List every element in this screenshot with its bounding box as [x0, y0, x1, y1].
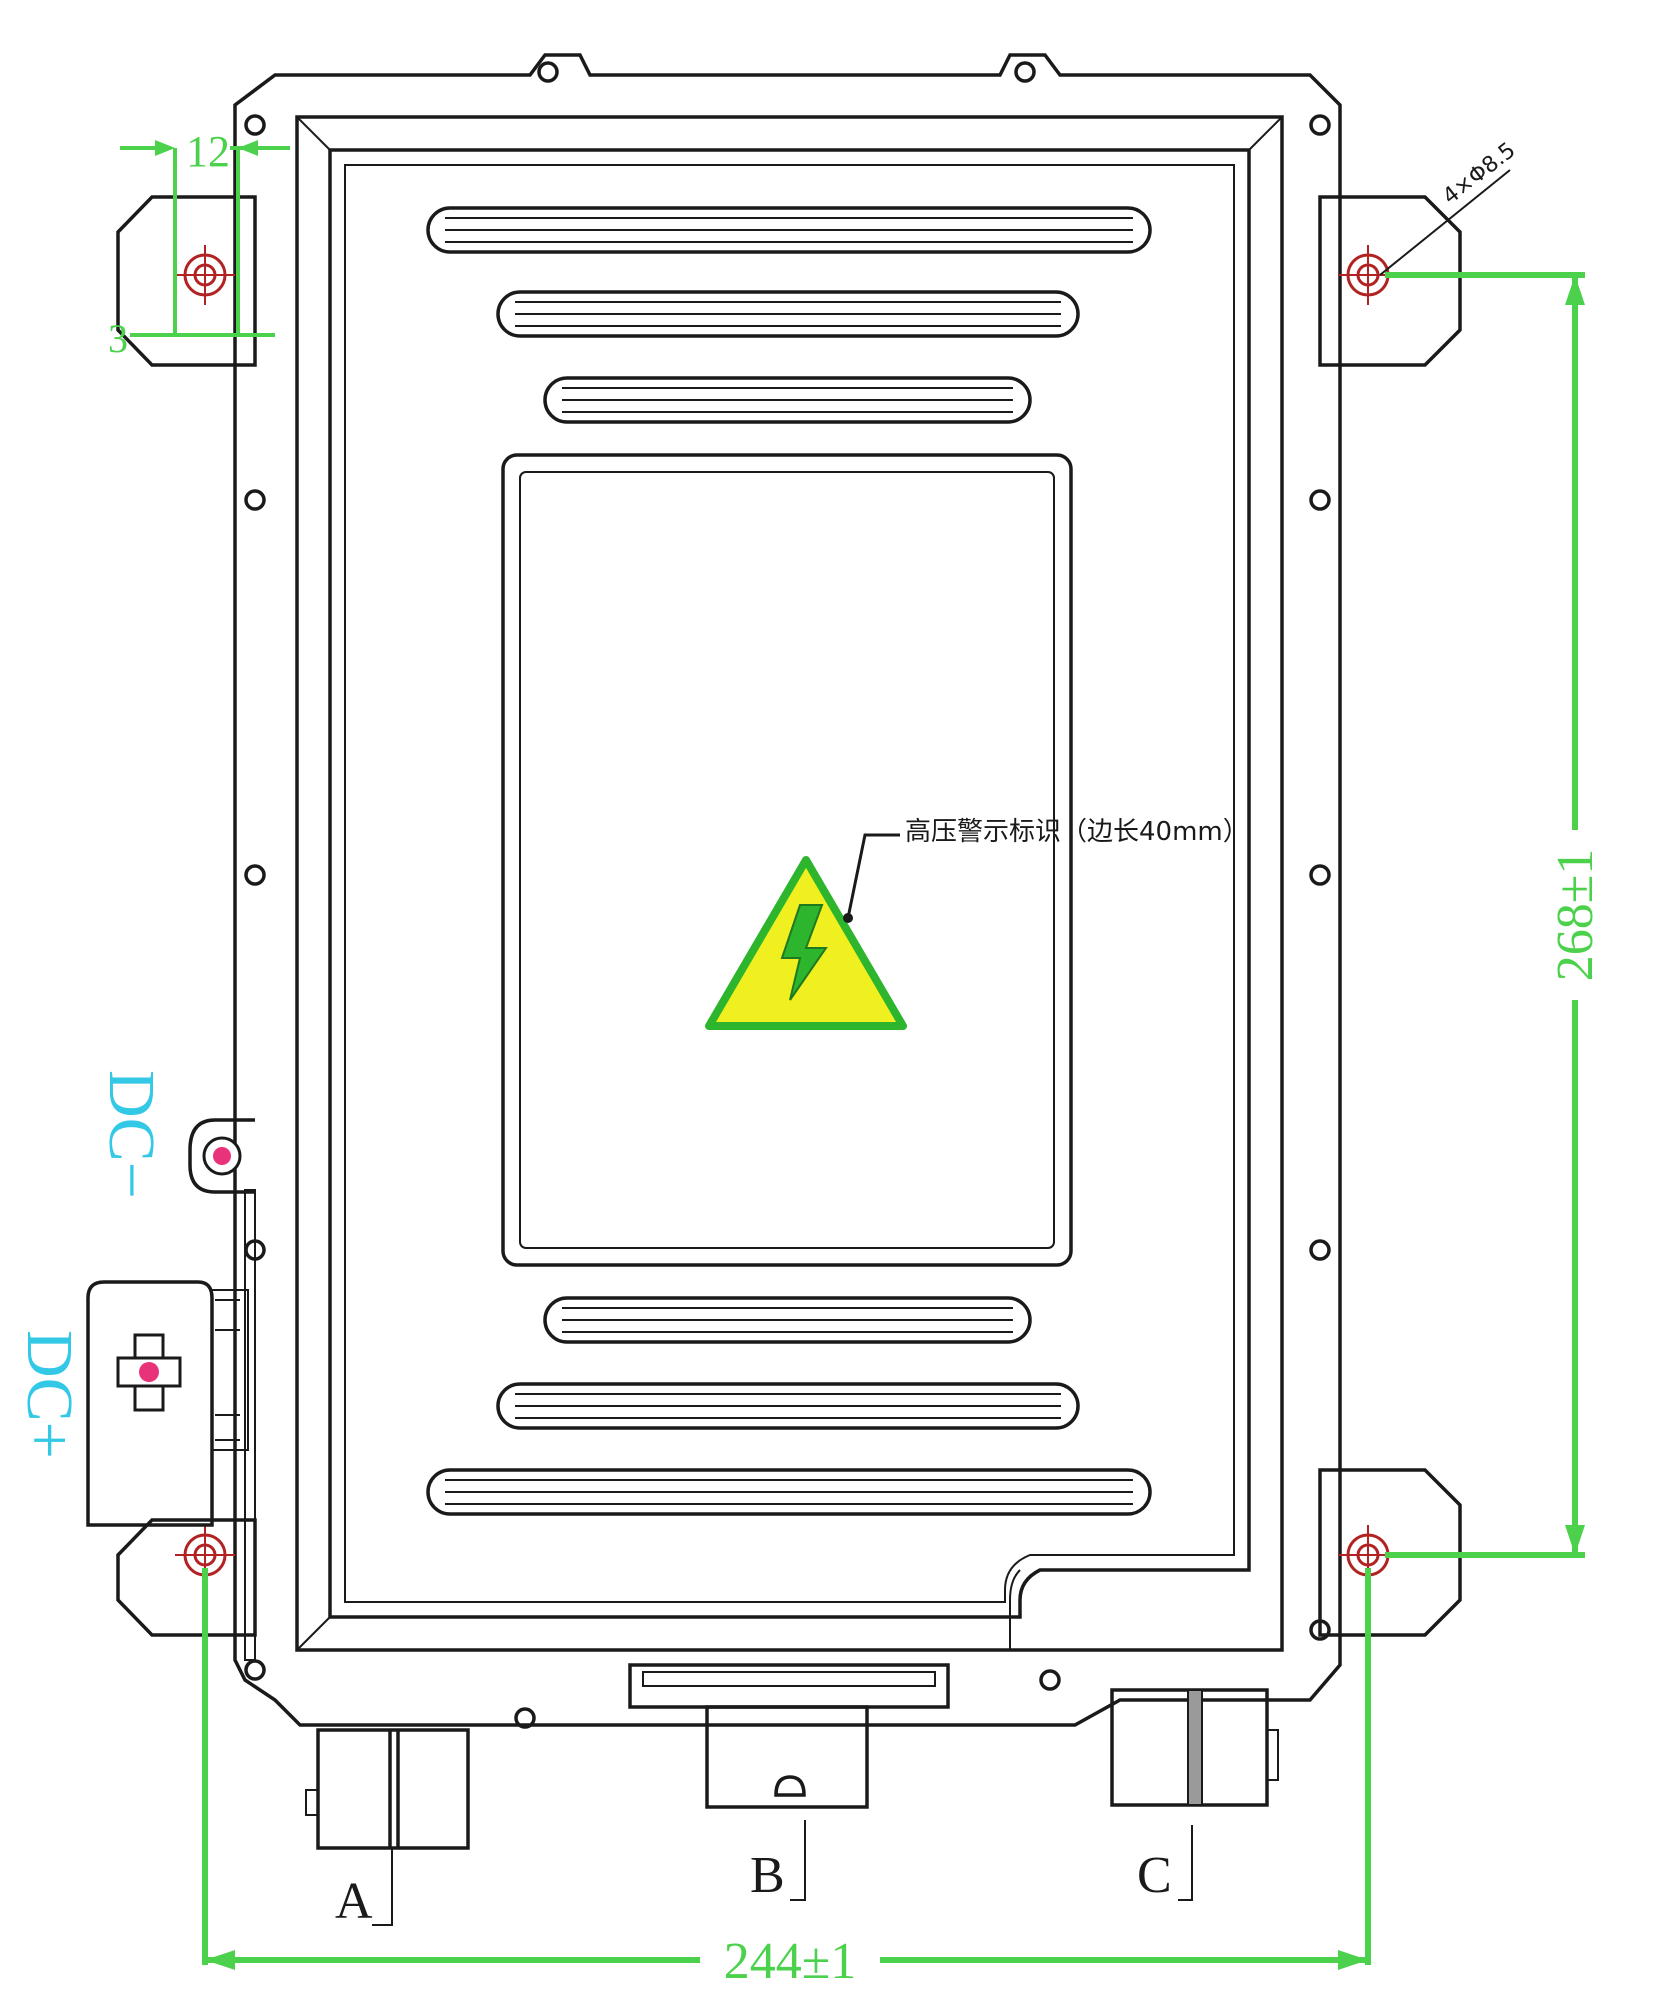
connector-latch — [212, 1289, 249, 1451]
arrow-head — [238, 140, 258, 156]
ear-extension-lines — [173, 148, 240, 335]
height-dimension-value: 268±1 — [1547, 849, 1604, 982]
connector-b-key — [774, 1775, 806, 1797]
leader-dot — [843, 913, 853, 923]
lightning-bolt-icon — [780, 904, 828, 1001]
connector-c-tab — [1267, 1729, 1279, 1781]
connector-c-label: C — [1137, 1847, 1172, 1904]
hole-spec-text: 4×Φ8.5 — [1438, 138, 1520, 210]
connector-a-body — [316, 1728, 470, 1850]
connector-c-leader — [1178, 1825, 1193, 1901]
rib-lines — [515, 1393, 1061, 1419]
connector-b-leader — [790, 1820, 806, 1901]
width-dimension-value: 244±1 — [724, 1933, 857, 1990]
ear-top-right — [1318, 195, 1462, 367]
bolt-hole — [1309, 864, 1331, 886]
rib — [543, 376, 1032, 424]
warning-leader — [846, 833, 900, 919]
lid-bevel — [296, 116, 1283, 1651]
bolt-hole — [537, 61, 559, 83]
panel-outer — [501, 453, 1073, 1267]
rib-lines — [562, 1307, 1013, 1333]
dc-minus-terminal — [188, 1118, 255, 1194]
rib-lines — [515, 301, 1061, 327]
ear-top-left — [116, 195, 257, 367]
lid-notch — [1009, 1569, 1021, 1650]
connector-a: A — [305, 1728, 470, 1930]
arrow-head — [155, 140, 175, 156]
dimension-height: 268±1 — [1385, 272, 1604, 1558]
height-extension-lines — [1385, 272, 1585, 1558]
connector-latch-detail — [215, 1299, 240, 1441]
high-voltage-warning-icon: 高压警示标识（边长40mm） — [705, 817, 1249, 1030]
rib-lines — [562, 387, 1013, 413]
connector-b-body — [705, 1705, 869, 1809]
lid-outer — [295, 115, 1284, 1652]
arrow-head — [1338, 1950, 1368, 1970]
dc-plus-connector — [86, 1280, 249, 1527]
connector-a-split — [388, 1730, 400, 1848]
connector-b: B — [628, 1663, 950, 1904]
lid-inner — [328, 148, 1251, 1619]
bolt-hole — [1309, 1619, 1331, 1641]
mount-hole-bottom-right — [1338, 1525, 1398, 1585]
bolt-hole — [244, 864, 266, 886]
dimension-width: 244±1 — [202, 1568, 1371, 1990]
ear-offset-value: 3 — [108, 316, 128, 361]
panel-inner — [519, 471, 1055, 1249]
bolt-hole — [244, 114, 266, 136]
rib — [426, 1468, 1152, 1516]
bolt-hole — [1309, 114, 1331, 136]
ear-bottom-right — [1318, 1468, 1462, 1637]
mount-hole-bottom-left — [175, 1525, 235, 1585]
bolt-hole — [514, 1707, 536, 1729]
terminal-tab — [188, 1118, 255, 1194]
rib — [426, 206, 1152, 254]
connector-a-tab — [305, 1789, 318, 1816]
mount-hole-top-left — [175, 245, 235, 305]
rib-lines — [445, 1479, 1133, 1505]
bolt-hole — [1309, 489, 1331, 511]
connector-b-label: B — [750, 1847, 785, 1904]
bolt-hole — [244, 1239, 266, 1261]
rib — [496, 290, 1080, 338]
connector-a-leader — [372, 1848, 393, 1926]
connector-c-divider — [1187, 1689, 1203, 1806]
lid-inner-2 — [344, 164, 1235, 1603]
mounting-holes — [175, 245, 1398, 1585]
rib — [496, 1382, 1080, 1430]
bolt-hole — [244, 1659, 266, 1681]
arrow-head — [205, 1950, 235, 1970]
connector-a-label: A — [335, 1873, 373, 1930]
bolt-hole — [244, 489, 266, 511]
label-panel — [501, 453, 1073, 1267]
housing-flange — [233, 53, 1342, 1727]
dc-minus-label: DC− — [95, 1070, 168, 1199]
hole-spec-callout: 4×Φ8.5 — [1379, 138, 1520, 276]
connector-b-flange-slot — [642, 1671, 936, 1687]
dc-plus-label: DC+ — [13, 1330, 86, 1459]
terminal-stud-center — [213, 1147, 231, 1165]
stiffener-ribs — [426, 206, 1152, 1516]
connector-pin — [139, 1362, 159, 1382]
rib — [543, 1296, 1032, 1344]
bolt-hole — [1014, 61, 1036, 83]
bolt-hole — [1309, 1239, 1331, 1261]
ear-dimension-value: 12 — [186, 127, 230, 176]
hole-spec-leader — [1379, 169, 1511, 276]
connector-body — [86, 1280, 214, 1527]
dimension-ear: 12 3 — [108, 127, 290, 361]
arrow-head — [1565, 275, 1585, 305]
rib-lines — [445, 217, 1133, 243]
flange-edge — [244, 1189, 256, 1661]
arrow-head — [1565, 1525, 1585, 1555]
lid — [295, 115, 1284, 1652]
bolt-hole — [1039, 1669, 1061, 1691]
width-extension-lines — [202, 1568, 1371, 1965]
perimeter-bolts — [244, 61, 1331, 1729]
warning-note: 高压警示标识（边长40mm） — [905, 817, 1249, 847]
connector-c: C — [1110, 1688, 1279, 1904]
